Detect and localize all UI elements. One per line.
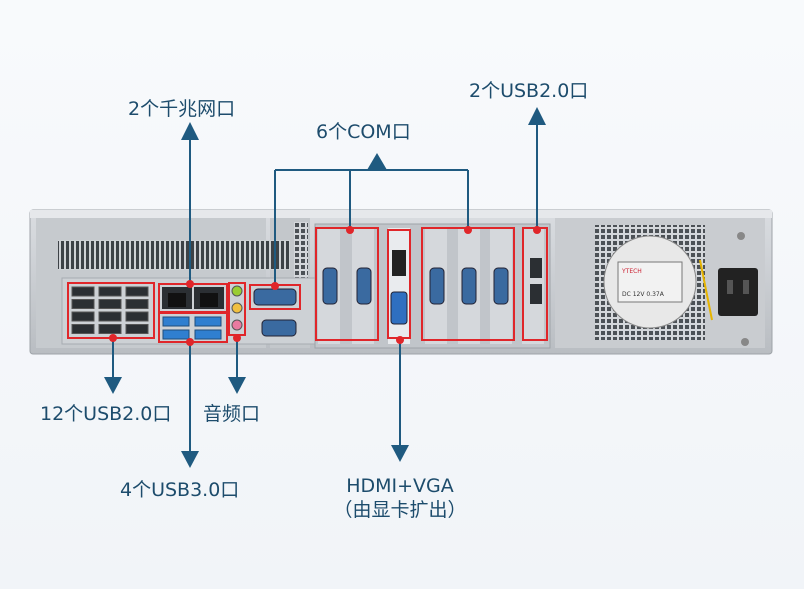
label-video-note: （由显卡扩出） bbox=[333, 499, 467, 521]
label-com-ports: 6个COM口 bbox=[316, 121, 411, 143]
top-vent bbox=[58, 240, 290, 270]
usb2-port bbox=[98, 324, 122, 334]
usb2-port bbox=[71, 286, 95, 297]
label-lan-ports: 2个千兆网口 bbox=[128, 98, 236, 120]
annotation-arrowheads bbox=[104, 107, 546, 468]
usb2-port-block bbox=[71, 286, 149, 334]
usb2-top-ports bbox=[530, 258, 542, 304]
annotation-dots bbox=[109, 226, 541, 346]
label-usb2-top: 2个USB2.0口 bbox=[469, 80, 589, 102]
lan-ports bbox=[162, 287, 224, 309]
usb2-port bbox=[71, 311, 95, 322]
usb2-port bbox=[71, 324, 95, 334]
psu-brand: YTECH bbox=[621, 268, 642, 275]
label-audio: 音频口 bbox=[203, 403, 261, 425]
usb2-port bbox=[71, 299, 95, 309]
label-usb2-front: 12个USB2.0口 bbox=[40, 403, 172, 425]
usb2-port bbox=[125, 299, 149, 309]
usb2-port bbox=[125, 324, 149, 334]
usb2-port bbox=[125, 311, 149, 322]
usb3-ports bbox=[162, 316, 222, 340]
usb2-port bbox=[125, 286, 149, 297]
label-video-title: HDMI+VGA bbox=[346, 475, 454, 497]
usb2-port bbox=[98, 286, 122, 297]
usb2-port bbox=[98, 311, 122, 322]
label-usb3: 4个USB3.0口 bbox=[120, 479, 240, 501]
card-com-ports bbox=[322, 267, 509, 305]
graphics-card-ports bbox=[390, 250, 408, 325]
power-supply: YTECH DC 12V 0.37A bbox=[555, 218, 765, 348]
annotation-lines bbox=[112, 120, 538, 458]
onboard-vga-port bbox=[261, 319, 297, 337]
psu-rating: DC 12V 0.37A bbox=[622, 291, 665, 298]
onboard-com-port bbox=[253, 288, 297, 306]
usb2-port bbox=[98, 299, 122, 309]
audio-jacks bbox=[231, 285, 243, 331]
